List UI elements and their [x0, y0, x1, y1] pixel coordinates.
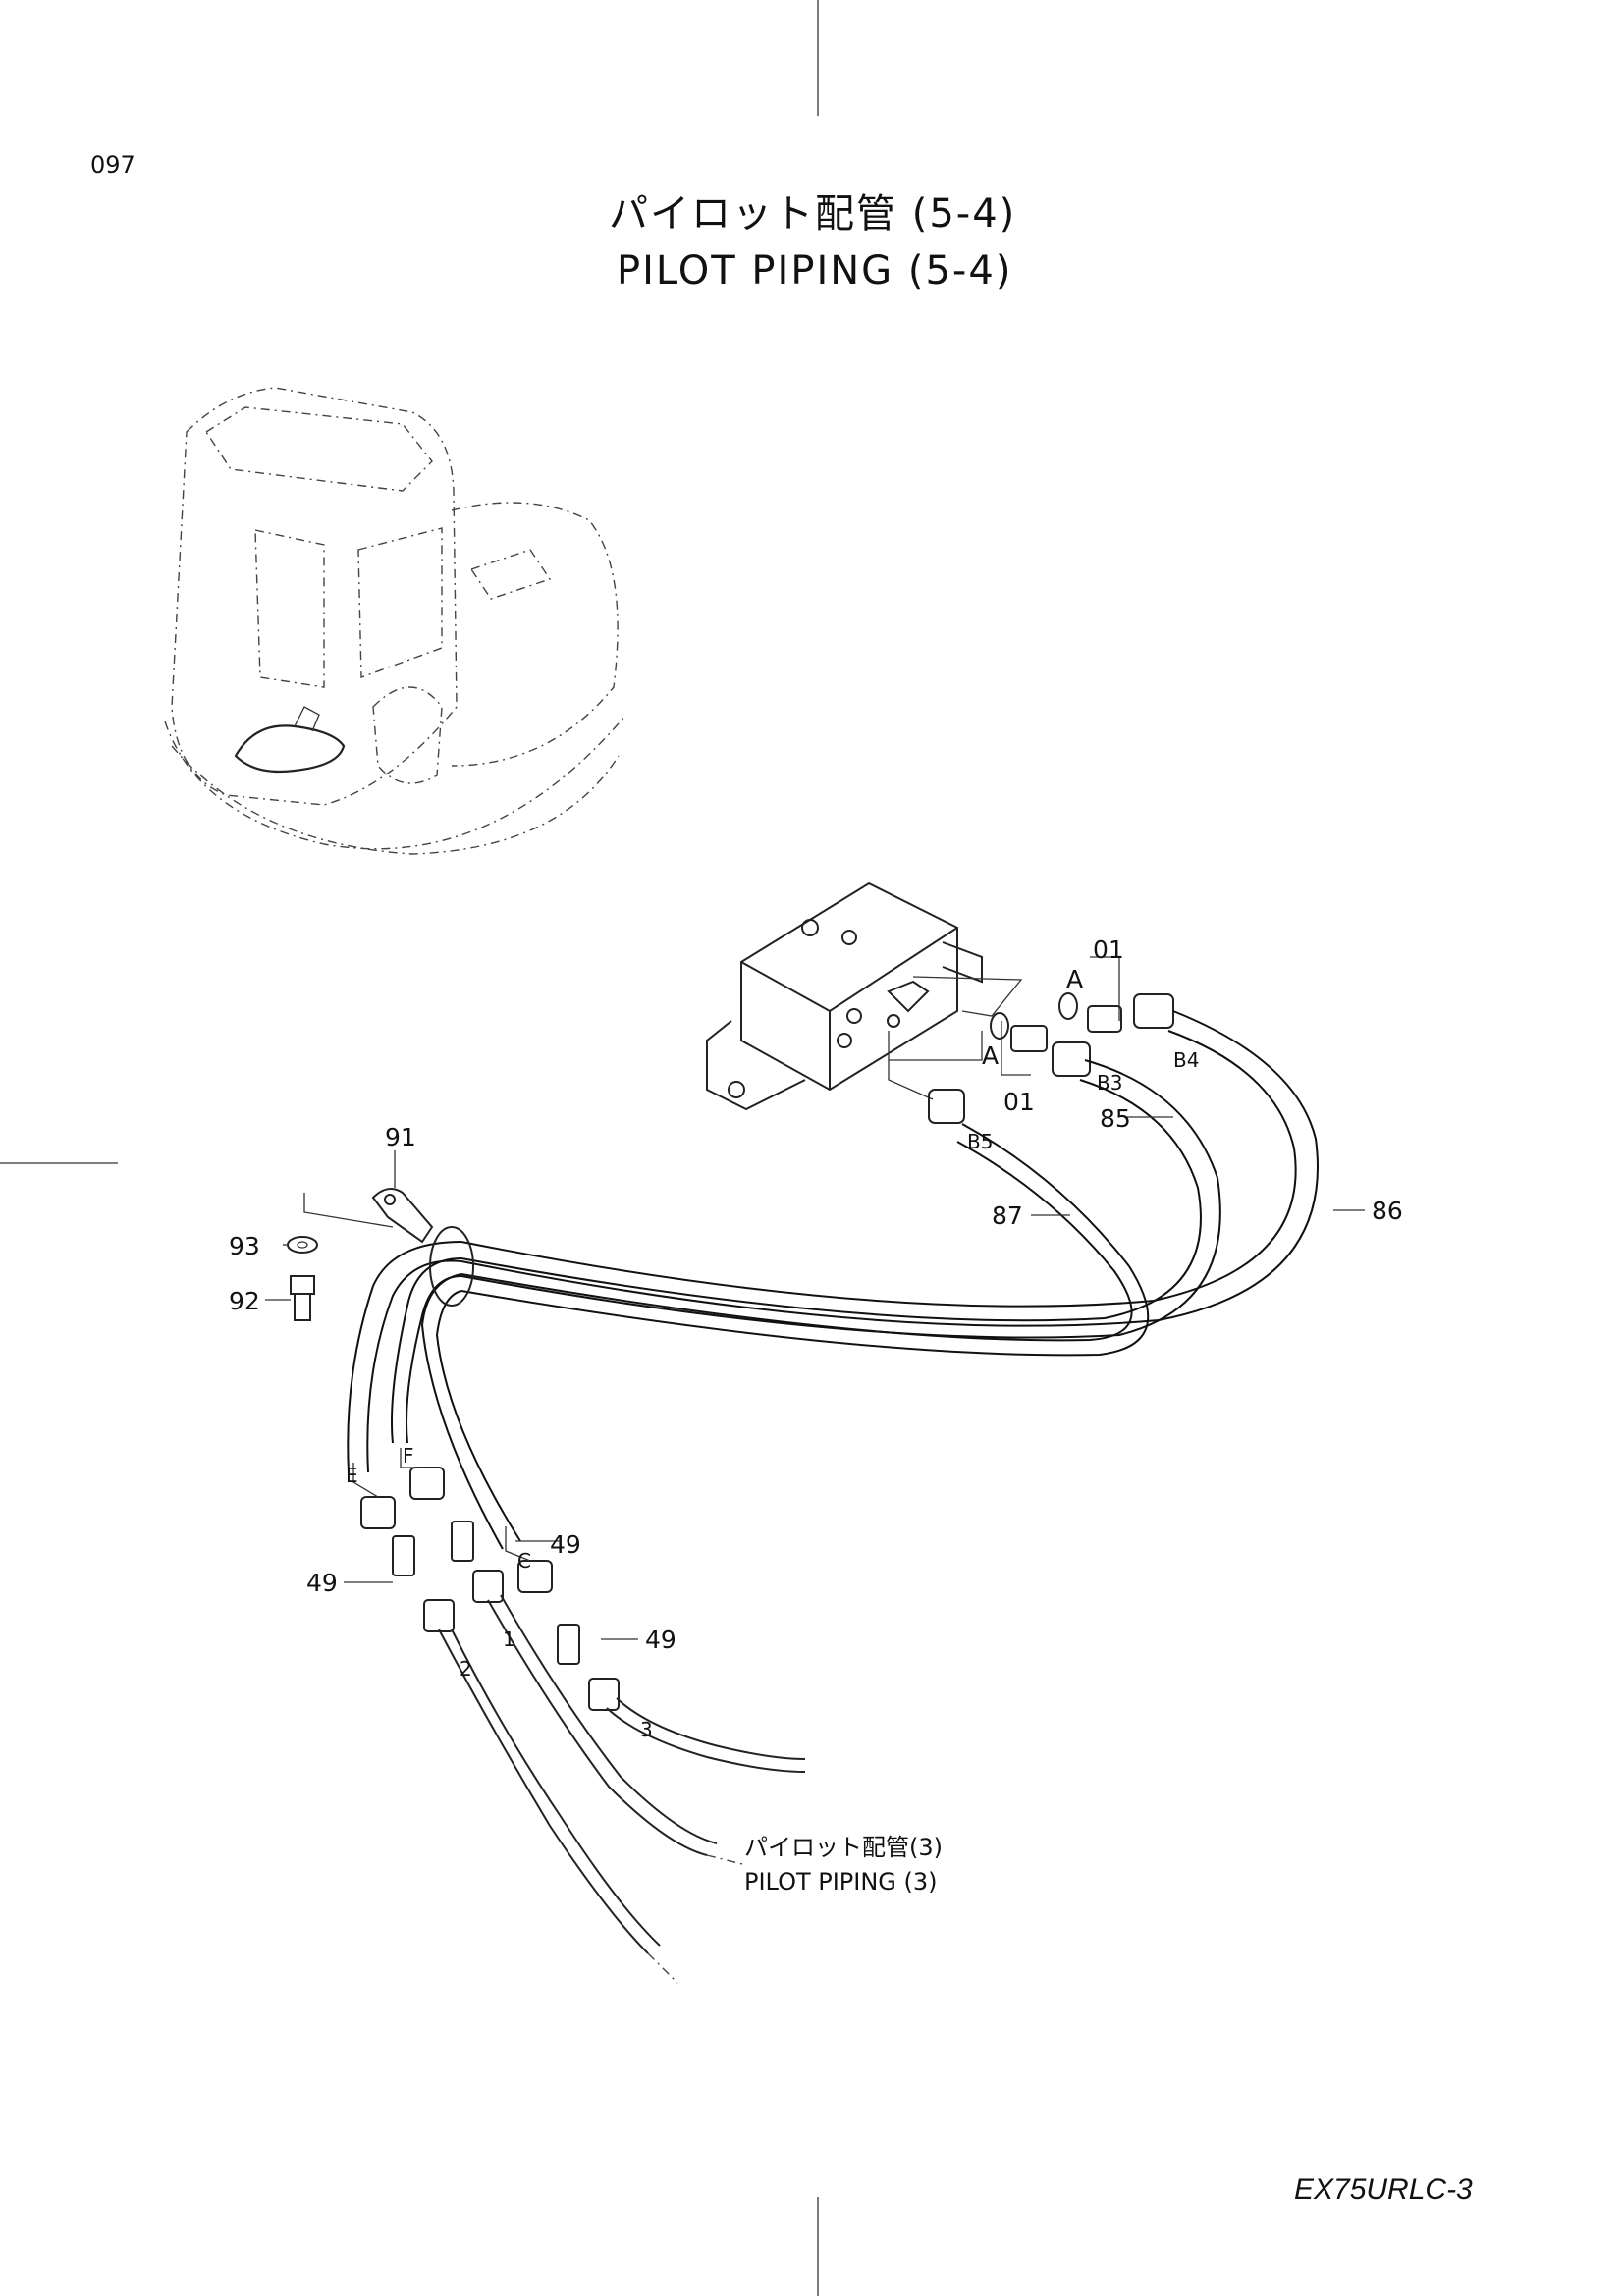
callout-49-right: 49 [645, 1626, 676, 1654]
page-title-english: PILOT PIPING (5-4) [617, 248, 1013, 294]
callout-49-upper: 49 [550, 1530, 581, 1559]
callout-93: 93 [229, 1232, 260, 1260]
clamp-assembly [287, 1188, 474, 1321]
callout-49-left: 49 [306, 1569, 338, 1597]
callout-pipe-2: 2 [460, 1657, 472, 1681]
callout-92: 92 [229, 1287, 260, 1315]
hoses [347, 1010, 1319, 1550]
callout-B3: B3 [1097, 1071, 1123, 1095]
fittings-upper [928, 992, 1174, 1124]
callout-01-bottom: 01 [1003, 1088, 1035, 1116]
callout-E: E [346, 1464, 358, 1487]
callout-leaders [265, 1116, 1365, 1640]
page-title-japanese: パイロット配管 (5-4) [609, 191, 1017, 237]
page-number: 097 [90, 151, 135, 179]
callout-pipe-3: 3 [640, 1718, 653, 1741]
callout-B5: B5 [967, 1130, 994, 1153]
reference-pipes [438, 1594, 806, 1984]
model-code: EX75URLC-3 [1294, 2173, 1473, 2206]
reference-note-english: PILOT PIPING (3) [744, 1868, 938, 1896]
callout-87: 87 [992, 1201, 1023, 1230]
callout-85: 85 [1100, 1104, 1131, 1133]
excavator-overview-illustration [164, 387, 625, 855]
callout-pipe-1: 1 [503, 1628, 515, 1651]
callout-A-top: A [1066, 965, 1084, 993]
callout-C: C [517, 1549, 531, 1573]
callout-B4: B4 [1173, 1048, 1200, 1072]
reference-note-japanese: パイロット配管(3) [744, 1834, 943, 1861]
callout-01-top: 01 [1093, 935, 1124, 964]
callout-A-bottom: A [982, 1041, 1000, 1070]
fittings-lower [352, 1448, 620, 1711]
callout-86: 86 [1372, 1197, 1403, 1225]
callout-91: 91 [385, 1123, 416, 1151]
valve-block-illustration [706, 881, 1120, 1111]
callout-F: F [403, 1444, 414, 1468]
